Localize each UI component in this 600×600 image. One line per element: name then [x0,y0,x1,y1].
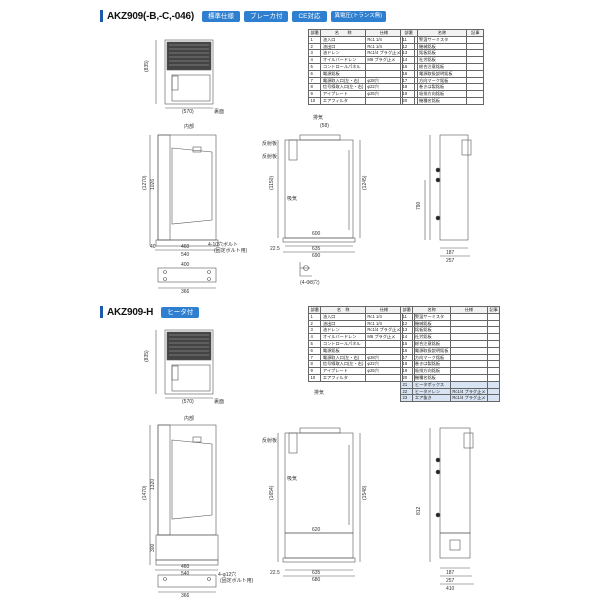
dim-front-460: 460 [181,564,190,570]
dim-side-680: 680 [312,577,321,583]
dim-side-600: 600 [312,231,321,237]
dim-back-812: 812 [416,506,422,515]
dim-back-790: 790 [416,201,422,210]
side-view [277,427,361,577]
side-view [277,134,361,277]
dimension-labels: (835) (570) 裏面 内部 (1270) 1026 460 540 40… [142,60,455,295]
dim-side-635: 635 [312,246,321,252]
dim-front-540: 540 [181,252,190,258]
dim-back-187: 187 [446,250,455,256]
label-surface: 裏面 [214,398,224,405]
back-view [424,134,472,257]
dim-front-460: 460 [181,244,190,250]
label-bolt-note: (固定ボルト用) [220,577,254,584]
tag-heater: ヒータ付 [161,306,200,318]
label-hole-note: (4-Φ8穴) [300,279,320,286]
dim-front-height: (1470) [142,485,148,500]
technical-drawing-standard: (835) (570) 裏面 内部 (1270) 1026 460 540 40… [142,39,472,295]
dim-side-1245: (1245) [362,175,368,190]
dim-base-400: 400 [181,262,190,268]
table-cell [466,96,484,105]
dim-top-width: (570) [182,399,194,405]
dim-base-366: 366 [181,593,190,599]
label-inside: 内部 [184,123,194,130]
tag-standard: 標準仕様 [201,10,240,22]
table-cell: 23 [399,394,414,403]
label-intake: 吸気 [287,195,297,202]
tag-ce: CE対応 [292,10,327,22]
dim-side-620: 620 [312,527,321,533]
label-inside: 内部 [184,415,194,422]
table-cell: エアフィルタ [320,96,366,105]
label-surface: 裏面 [214,108,224,115]
dim-side-58: (58) [320,123,329,129]
callout-reflector: 反射板 [262,437,277,444]
dim-side-22-5: 22.5 [270,570,280,576]
dim-back-257: 257 [446,258,455,264]
label-bolt: 4-10穴ボルト [208,241,238,248]
dim-top-height: (835) [144,350,150,362]
dim-side-690: 690 [312,253,321,259]
dim-side-1654: (1654) [269,485,275,500]
top-view [155,39,214,109]
dimension-labels: (835) (570) 裏面 内部 (1470) 1320 300 460 54… [142,350,455,599]
section-header: AKZ909-H ヒータ付 [100,306,200,318]
table-cell: エアフィルタ [320,373,366,382]
front-view [149,134,219,289]
dim-side-22-5: 22.5 [270,246,280,252]
tag-breaker: ブレーカ付 [243,10,289,22]
dim-side-1150: (1150) [269,176,275,190]
section-standard: AKZ909(-B,-C,-046) 標準仕様 ブレーカ付 CE対応 異電圧(ト… [100,10,484,295]
dim-back-410: 410 [446,586,455,592]
dim-top-height: (835) [144,60,150,72]
header-accent-bar [100,306,103,318]
label-bolt-note: (固定ボルト用) [214,247,248,254]
label-intake: 吸気 [287,475,297,482]
technical-drawing-heater: (835) (570) 裏面 内部 (1470) 1320 300 460 54… [142,329,474,599]
dim-base-366: 366 [181,289,190,295]
dim-front-540: 540 [181,571,190,577]
dim-top-width: (570) [182,109,194,115]
table-cell: 10 [307,373,322,382]
callout-reflector-1: 反射板 [262,140,277,147]
dim-side-1548: (1548) [362,485,368,500]
front-view [149,424,219,593]
tag-voltage: 異電圧(トランス無) [330,10,387,22]
dim-back-257: 257 [446,578,455,584]
header-accent-bar [100,10,103,22]
back-view [429,427,474,585]
table-cell [486,394,501,403]
top-view [155,329,214,399]
label-bolt: 4-φ12穴 [218,571,236,578]
model-title: AKZ909-H [107,306,154,318]
dim-front-height: (1270) [142,175,148,190]
model-title: AKZ909(-B,-C,-046) [107,10,194,22]
dim-front-inner: 1320 [150,479,156,490]
dim-front-40: 40 [150,244,156,250]
dim-back-187: 187 [446,570,455,576]
label-exhaust: 排気 [313,114,323,121]
dim-side-635: 635 [312,570,321,576]
table-cell: 10 [307,96,322,105]
dim-front-inner: 1026 [150,179,156,190]
section-header: AKZ909(-B,-C,-046) 標準仕様 ブレーカ付 CE対応 異電圧(ト… [100,10,387,22]
table-cell: 機種名銘板 [416,96,468,105]
callout-reflector-2: 反射板 [262,153,277,160]
label-exhaust: 排気 [314,389,324,396]
dim-front-300: 300 [150,543,156,552]
